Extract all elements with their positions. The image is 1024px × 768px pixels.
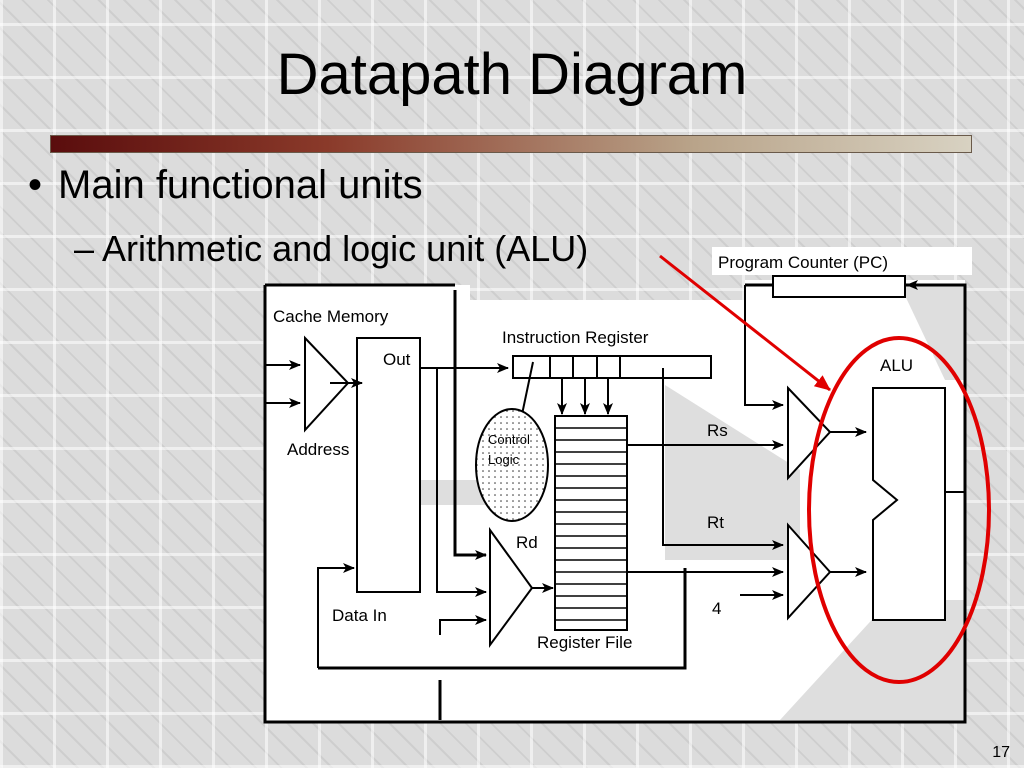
alu-mux-a bbox=[787, 385, 832, 481]
slide-title: Datapath Diagram bbox=[276, 42, 748, 107]
alu-mux-b bbox=[787, 522, 832, 621]
rt-label: Rt bbox=[707, 513, 724, 532]
highlight-arrow bbox=[659, 254, 831, 392]
rd-label: Rd bbox=[516, 533, 538, 552]
control-logic-label-1: Control bbox=[488, 432, 530, 447]
cache-memory-label: Cache Memory bbox=[273, 307, 389, 326]
shade-region bbox=[900, 285, 965, 380]
four-label-bg bbox=[708, 597, 738, 623]
bullet-main-text: Main functional units bbox=[58, 163, 423, 207]
alu-label-bg bbox=[875, 352, 933, 378]
program-counter-box bbox=[772, 275, 906, 298]
wire-rt bbox=[662, 368, 784, 550]
wire-to-rdmux-3 bbox=[439, 615, 487, 635]
rd-mux bbox=[489, 526, 534, 649]
four-label: 4 bbox=[712, 599, 721, 618]
rs-label: Rs bbox=[707, 421, 728, 440]
register-file-rows bbox=[555, 427, 627, 621]
pc-label: Program Counter (PC) bbox=[718, 253, 888, 272]
alu-unit bbox=[872, 387, 946, 621]
register-file-box bbox=[554, 415, 628, 631]
register-file-label: Register File bbox=[537, 633, 632, 652]
wire-cache-to-rdmux bbox=[436, 368, 487, 597]
cache-memory-box bbox=[356, 337, 421, 593]
wire-regfile-to-datain bbox=[318, 568, 687, 670]
bullet-main: • Main functional units bbox=[28, 163, 423, 208]
wire-data-in bbox=[317, 563, 355, 668]
cache-out-label: Out bbox=[383, 350, 411, 369]
page-number: 17 bbox=[992, 744, 1010, 761]
alu-label: ALU bbox=[880, 356, 913, 375]
shade-region bbox=[665, 385, 800, 560]
instruction-register-box bbox=[512, 355, 712, 379]
ir-label-bg bbox=[498, 323, 724, 351]
shade-region bbox=[780, 600, 965, 722]
address-mux bbox=[304, 335, 350, 433]
instruction-register-label: Instruction Register bbox=[502, 328, 649, 347]
wire-pc-to-mux bbox=[744, 285, 784, 410]
alu-highlight-circle bbox=[807, 336, 991, 684]
bullet-dot-icon: • bbox=[28, 163, 43, 207]
address-label: Address bbox=[287, 440, 349, 459]
data-in-label: Data In bbox=[332, 606, 387, 625]
control-logic-label-2: Logic bbox=[488, 452, 520, 467]
pc-label-bg bbox=[712, 247, 972, 275]
bullet-sub: – Arithmetic and logic unit (ALU) bbox=[74, 228, 589, 269]
title-divider-bar bbox=[50, 135, 972, 153]
control-logic-unit bbox=[475, 408, 549, 522]
